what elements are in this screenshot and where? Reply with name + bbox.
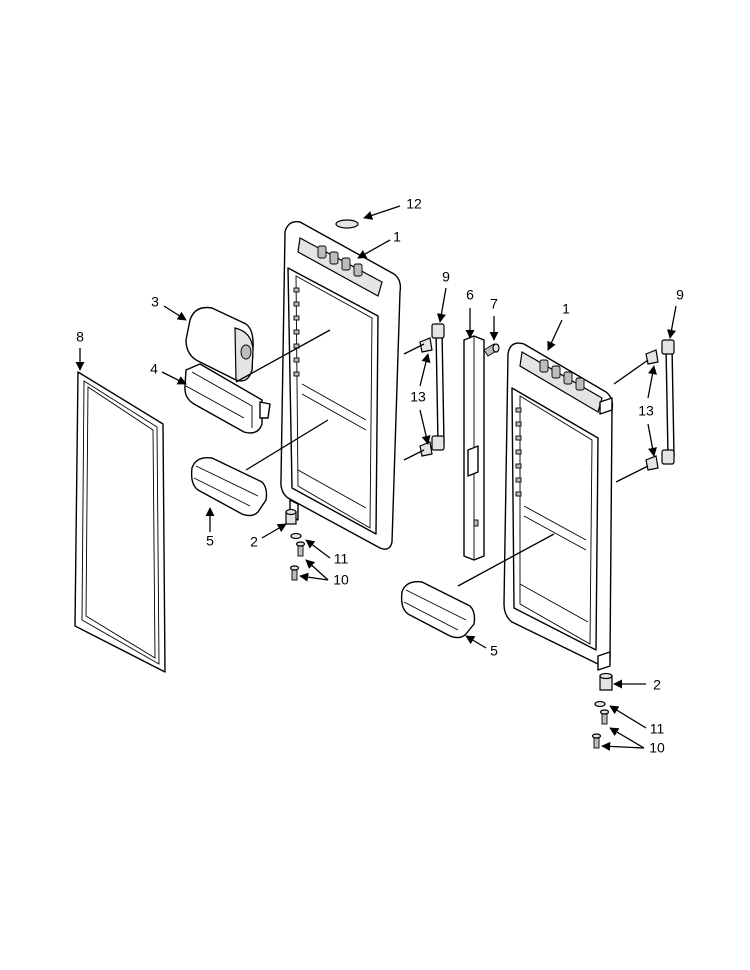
callout-13-right: 13 — [638, 403, 654, 419]
callout-9-left: 9 — [442, 269, 450, 285]
door-shelf-bin-part[interactable] — [184, 363, 271, 434]
callout-6: 6 — [466, 287, 474, 303]
door-bin-cover-part[interactable] — [185, 306, 254, 382]
right-door-part[interactable] — [503, 342, 614, 671]
callout-10-left: 10 — [333, 572, 349, 588]
hinge-cap-part[interactable] — [335, 219, 359, 229]
callout-2-left: 2 — [250, 534, 258, 550]
callout-2-right: 2 — [653, 677, 661, 693]
door-bin-left-part[interactable] — [190, 457, 268, 517]
hinge-pin-right-part[interactable] — [599, 672, 613, 691]
center-mullion-part[interactable] — [463, 335, 485, 561]
assembly-lines — [235, 329, 649, 587]
callout-7: 7 — [490, 296, 498, 312]
callout-leaders — [75, 205, 677, 751]
callout-5-left: 5 — [206, 533, 214, 549]
door-bin-right-part[interactable] — [400, 581, 476, 639]
callout-4: 4 — [150, 361, 158, 377]
washer-right-part[interactable] — [594, 700, 606, 708]
screws-right-part[interactable] — [591, 709, 610, 749]
callout-3: 3 — [151, 294, 159, 310]
callout-13-left: 13 — [410, 389, 426, 405]
washer-left-part[interactable] — [290, 532, 302, 540]
screws-left-part[interactable] — [289, 541, 306, 581]
door-gasket-part[interactable] — [74, 371, 166, 673]
door-handle-right-part[interactable] — [661, 339, 675, 465]
mullion-screw-part[interactable] — [483, 343, 500, 357]
callout-10-right: 10 — [649, 740, 665, 756]
callout-5-right: 5 — [490, 643, 498, 659]
callout-labels: 12 1 3 4 8 5 2 11 10 9 13 6 7 1 9 13 5 2… — [76, 196, 684, 756]
callout-12: 12 — [406, 196, 422, 212]
callout-8: 8 — [76, 329, 84, 345]
callout-1-right: 1 — [562, 301, 570, 317]
callout-11-left: 11 — [334, 551, 349, 567]
callout-9-right: 9 — [676, 287, 684, 303]
door-handle-left-part[interactable] — [431, 323, 445, 451]
callout-1-left: 1 — [393, 229, 401, 245]
left-door-part[interactable] — [280, 221, 402, 550]
hinge-pin-left-part[interactable] — [285, 508, 297, 525]
callout-11-right: 11 — [650, 721, 665, 737]
